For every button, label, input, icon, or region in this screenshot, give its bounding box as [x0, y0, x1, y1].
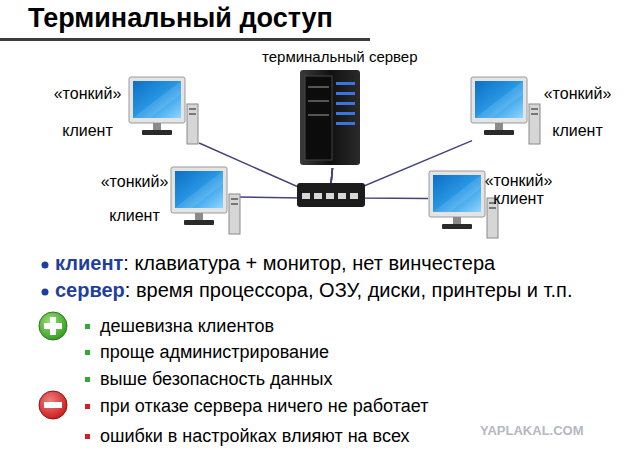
node-label: «тонкий» клиент — [476, 172, 561, 208]
bullet-square — [85, 377, 90, 382]
server-body — [300, 70, 360, 165]
network-switch — [297, 183, 365, 207]
bullet-dot — [42, 289, 49, 296]
switch-port — [302, 193, 310, 199]
bullet-square — [85, 404, 90, 409]
bullet-square — [85, 434, 90, 439]
minus-bar — [44, 402, 62, 408]
bullet-text: сервер — [55, 279, 125, 301]
title-underline — [0, 38, 370, 41]
bullet-square — [85, 324, 90, 329]
drive-bay — [308, 86, 329, 88]
bullet-text: : время процессора, ОЗУ, диски, принтеры… — [125, 279, 573, 301]
server-stripe — [336, 82, 355, 85]
computer-icon — [171, 167, 240, 234]
node-label: терминальный сервер — [262, 48, 414, 66]
text-row: выше безопасность данных — [100, 369, 332, 390]
server-stripe — [336, 92, 355, 95]
client-node: «тонкий» клиент — [92, 165, 237, 227]
text-row: YAPLAKAL.COM — [480, 423, 584, 438]
minus-circle — [39, 391, 67, 419]
text-row: дешевизна клиентов — [100, 316, 274, 337]
client-node: «тонкий» клиент — [45, 75, 200, 143]
con-item: при отказе сервера ничего не работает — [100, 396, 428, 416]
text-row: ошибки в настройках влияют на всех — [100, 426, 410, 447]
text-row: клиент: клавиатура + монитор, нет винчес… — [55, 252, 495, 275]
bullet-dot — [42, 262, 49, 269]
con-item: ошибки в настройках влияют на всех — [100, 426, 410, 446]
switch-port — [314, 193, 322, 199]
minus-icon — [39, 391, 67, 419]
server-panel — [305, 76, 332, 160]
client-node: «тонкий» клиент — [472, 75, 622, 143]
server-node: терминальный сервер — [262, 48, 414, 168]
server-stripe — [336, 112, 355, 115]
switch-port — [338, 193, 346, 199]
drive-bay — [308, 114, 329, 116]
computer-icon — [471, 77, 540, 144]
node-label: «тонкий» клиент — [535, 75, 620, 149]
text-row: проще администрирование — [100, 342, 329, 363]
node-label: «тонкий» клиент — [92, 165, 177, 233]
diagram-title: Терминальный доступ — [28, 3, 333, 34]
pro-item: дешевизна клиентов — [100, 316, 274, 336]
switch-body — [297, 183, 365, 207]
drive-bay — [308, 100, 329, 102]
client-node: «тонкий» клиент — [428, 168, 563, 230]
server-stripe — [336, 122, 355, 125]
bullet-text: : клавиатура + монитор, нет винчестера — [123, 252, 495, 274]
bullet-square — [85, 350, 90, 355]
plus-icon — [39, 312, 67, 340]
server-tower — [300, 70, 360, 165]
switch-port — [326, 193, 334, 199]
text-row: сервер: время процессора, ОЗУ, диски, пр… — [55, 279, 572, 302]
computer-icon — [129, 77, 198, 144]
pro-item: выше безопасность данных — [100, 369, 332, 389]
bullet-text: клиент — [55, 252, 123, 274]
switch-port — [350, 193, 358, 199]
plus-bar — [50, 317, 56, 335]
plus-circle — [39, 312, 67, 340]
pro-item: проще администрирование — [100, 342, 329, 362]
node-label: «тонкий» клиент — [45, 75, 130, 149]
watermark: YAPLAKAL.COM — [480, 423, 584, 438]
text-row: при отказе сервера ничего не работает — [100, 396, 428, 417]
server-stripe — [336, 102, 355, 105]
